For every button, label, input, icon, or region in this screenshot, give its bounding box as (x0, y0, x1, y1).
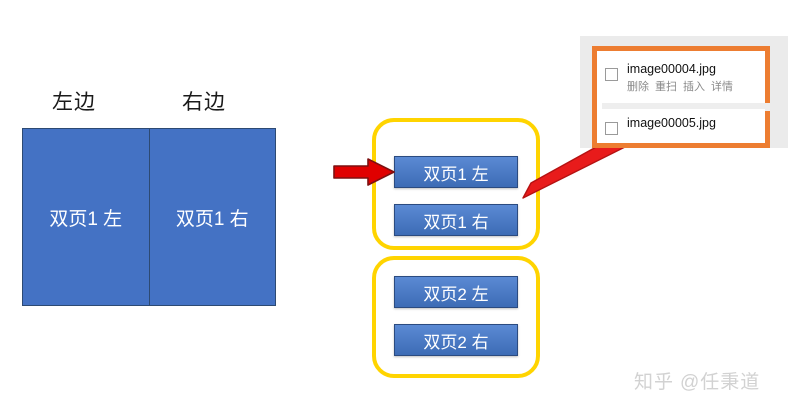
page-button-2-right[interactable]: 双页2 右 (394, 324, 518, 356)
page-group-2 (372, 256, 540, 378)
page-button-2-left[interactable]: 双页2 左 (394, 276, 518, 308)
file-list-item[interactable]: image00004.jpg 删除 重扫 插入 详情 (597, 55, 765, 103)
watermark-logo: 知乎 (634, 372, 675, 393)
file-name: image00004.jpg (627, 62, 716, 76)
red-right-arrow-icon (333, 158, 395, 186)
two-page-spread: 双页1 左 双页1 右 (22, 128, 276, 306)
file-name: image00005.jpg (627, 116, 716, 130)
scanner-file-list: image00004.jpg 删除 重扫 插入 详情 image00005.jp… (592, 46, 770, 148)
page-button-1-right[interactable]: 双页1 右 (394, 204, 518, 236)
file-action-insert[interactable]: 插入 (683, 81, 705, 93)
file-list-item[interactable]: image00005.jpg (597, 109, 765, 143)
spread-page-left: 双页1 左 (23, 129, 150, 305)
file-action-delete[interactable]: 删除 (627, 81, 649, 93)
file-action-details[interactable]: 详情 (711, 81, 733, 93)
file-info: image00005.jpg (627, 109, 716, 131)
file-checkbox[interactable] (605, 122, 618, 135)
spread-page-right: 双页1 右 (149, 129, 275, 305)
file-row-divider (602, 103, 770, 111)
spread-label-left: 左边 (52, 91, 96, 114)
page-button-1-left[interactable]: 双页1 左 (394, 156, 518, 188)
spread-label-right: 右边 (182, 91, 226, 114)
watermark: 知乎 @任秉道 (634, 367, 760, 394)
file-action-rescan[interactable]: 重扫 (655, 81, 677, 93)
watermark-author: @任秉道 (680, 372, 761, 393)
file-checkbox[interactable] (605, 68, 618, 81)
file-info: image00004.jpg 删除 重扫 插入 详情 (627, 55, 733, 95)
file-action-links: 删除 重扫 插入 详情 (627, 79, 733, 95)
